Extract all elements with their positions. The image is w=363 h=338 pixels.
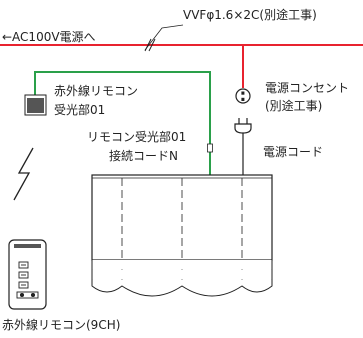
- lightning-bolt-icon: [13, 147, 34, 201]
- power-outlet-icon: [235, 88, 251, 104]
- receiver-label-line2: 受光部01: [54, 102, 105, 117]
- receiver-label-line1: 赤外線リモコン: [54, 83, 138, 98]
- remote-emitter: [14, 244, 41, 248]
- cable-tick-1: [144, 38, 152, 52]
- remote-button-2: [18, 271, 29, 279]
- power-plug-icon: [234, 118, 252, 134]
- ir-receiver-window: [27, 98, 44, 113]
- ir-remote-control: [8, 239, 47, 310]
- power-cord-label: 電源コード: [263, 145, 323, 159]
- remote-button-3: [18, 281, 29, 289]
- power-source-label: ←AC100V電源へ: [2, 30, 96, 44]
- cable-spec-label: VVFφ1.6×2C(別途工事): [183, 7, 317, 22]
- remote-caption: 赤外線リモコン(9CH): [2, 317, 120, 332]
- roman-shade: [91, 174, 273, 297]
- outlet-label-line2: (別途工事): [265, 98, 322, 113]
- connector-label-line1: リモコン受光部01: [87, 129, 186, 144]
- cable-tick-2: [148, 38, 156, 52]
- remote-button-1: [18, 261, 29, 269]
- shade-hem: [91, 280, 273, 297]
- connector-label-line2: 接続コードN: [109, 148, 178, 163]
- remote-button-4: [16, 291, 39, 299]
- connection-cord: [34, 71, 211, 175]
- outlet-label-line1: 電源コンセント: [265, 81, 349, 95]
- cord-connector: [207, 143, 213, 153]
- cable-spec-leader: [144, 24, 184, 51]
